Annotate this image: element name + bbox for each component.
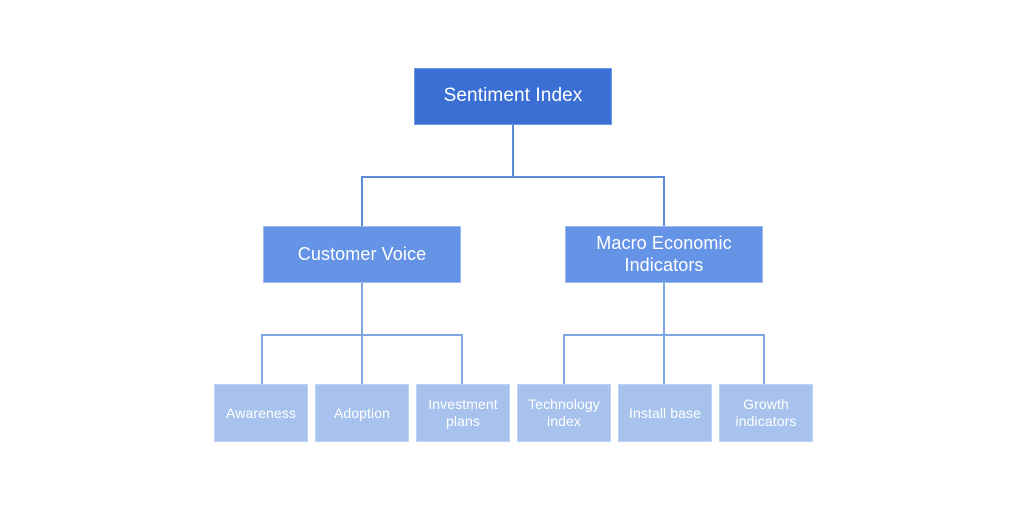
node-install-base[interactable]: Install base xyxy=(618,384,712,442)
node-technology-index[interactable]: Technology index xyxy=(517,384,611,442)
connector-to-growth-indicators xyxy=(763,334,765,384)
connector-to-macro-economic-indicators xyxy=(663,176,665,227)
connector-to-technology-index xyxy=(563,334,565,384)
node-macro-economic-indicators[interactable]: Macro Economic Indicators xyxy=(565,226,763,283)
connector-to-customer-voice xyxy=(361,176,363,227)
connector-to-awareness xyxy=(261,334,263,384)
node-investment-plans[interactable]: Investment plans xyxy=(416,384,510,442)
connector-to-install-base xyxy=(663,334,665,384)
connector-to-investment-plans xyxy=(461,334,463,384)
node-awareness[interactable]: Awareness xyxy=(214,384,308,442)
node-sentiment-index[interactable]: Sentiment Index xyxy=(414,68,612,125)
connector-root-stem xyxy=(512,125,514,177)
connector-level2-bus xyxy=(361,176,665,178)
node-customer-voice[interactable]: Customer Voice xyxy=(263,226,461,283)
connector-customer-voice-stem xyxy=(361,283,363,336)
node-growth-indicators[interactable]: Growth indicators xyxy=(719,384,813,442)
node-adoption[interactable]: Adoption xyxy=(315,384,409,442)
connector-macro-economic-indicators-stem xyxy=(663,283,665,336)
connector-to-adoption xyxy=(361,334,363,384)
